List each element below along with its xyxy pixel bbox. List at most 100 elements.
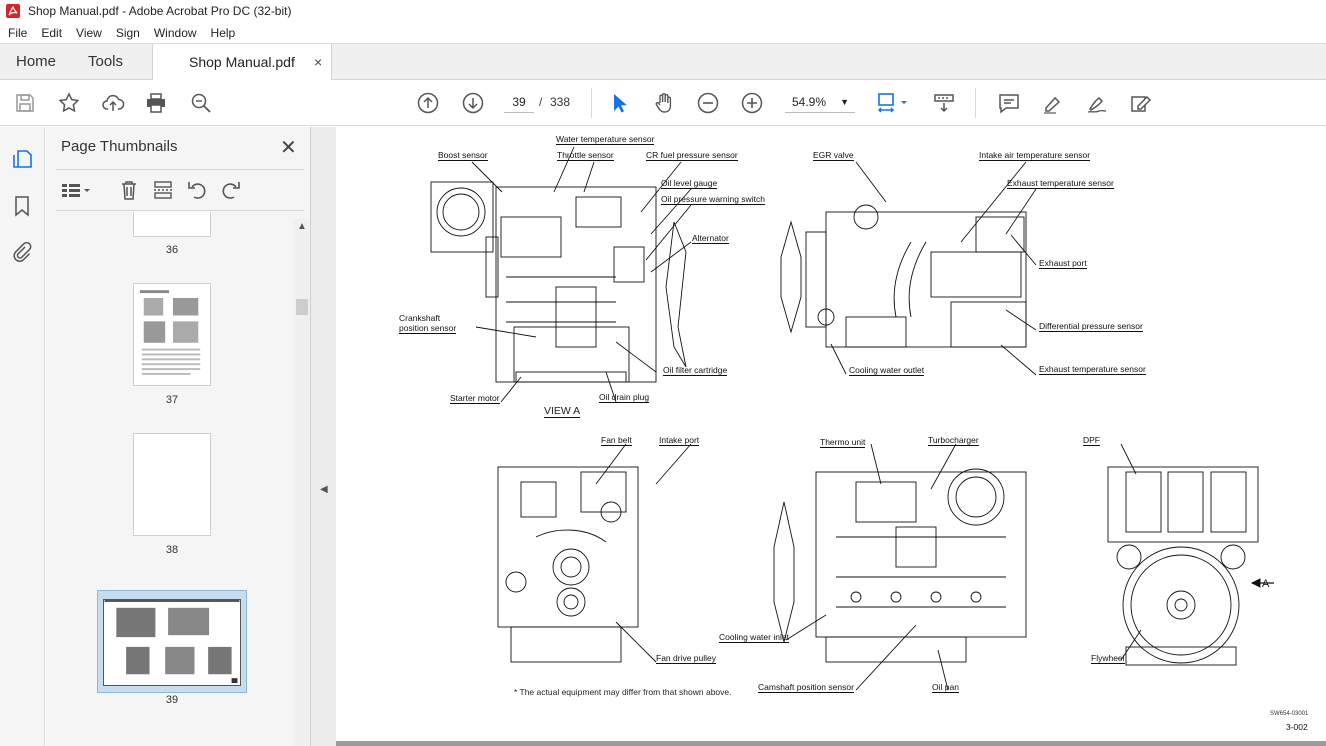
label-fan-drive-pulley: Fan drive pulley: [656, 653, 717, 664]
menu-file[interactable]: File: [8, 25, 28, 40]
menu-window[interactable]: Window: [153, 25, 197, 40]
zoom-select[interactable]: 54.9% ▼: [785, 91, 855, 113]
sign-draw-icon[interactable]: [1085, 91, 1109, 115]
menu-view[interactable]: View: [76, 25, 102, 40]
hand-tool-icon[interactable]: [652, 91, 676, 115]
menu-help[interactable]: Help: [210, 25, 236, 40]
label-boost-sensor: Boost sensor: [438, 150, 488, 161]
rotate-right-icon[interactable]: [220, 179, 242, 201]
thumbnail-page-38[interactable]: [133, 433, 211, 536]
tab-document-title: Shop Manual.pdf: [189, 54, 295, 70]
thumbnail-page-36[interactable]: [133, 212, 211, 237]
document-viewport[interactable]: Boost sensor Water temperature sensor Th…: [336, 127, 1326, 746]
comment-icon[interactable]: [997, 91, 1021, 115]
label-oil-filter-cartridge: Oil filter cartridge: [663, 365, 728, 376]
label-exhaust-temperature-sensor-top: Exhaust temperature sensor: [1007, 178, 1114, 189]
label-oil-level-gauge: Oil level gauge: [661, 178, 718, 189]
footnote: * The actual equipment may differ from t…: [514, 687, 732, 697]
tab-tools[interactable]: Tools: [88, 53, 124, 70]
current-page-field[interactable]: 39: [504, 91, 534, 113]
thumbnail-label-39: 39: [165, 694, 179, 706]
label-view-a: VIEW A: [544, 405, 581, 418]
rotate-left-icon[interactable]: [186, 179, 208, 201]
collapse-panel-icon[interactable]: ◀: [320, 484, 328, 495]
page-thumbnails-icon[interactable]: [11, 148, 33, 170]
star-icon[interactable]: [57, 91, 81, 115]
tab-document[interactable]: Shop Manual.pdf ×: [152, 44, 332, 81]
panel-title: Page Thumbnails: [61, 138, 178, 155]
label-fan-belt: Fan belt: [601, 435, 632, 446]
label-cooling-water-inlet: Cooling water inlet: [719, 632, 789, 643]
scrollbar-thumb[interactable]: [296, 299, 308, 315]
label-flywheel: Flywheel: [1091, 653, 1125, 664]
menu-sign[interactable]: Sign: [115, 25, 140, 40]
next-page-icon[interactable]: [461, 91, 485, 115]
label-cr-fuel-pressure-sensor: CR fuel pressure sensor: [646, 150, 738, 161]
thumbnail-page-39[interactable]: [103, 599, 241, 686]
label-camshaft-position-sensor: Camshaft position sensor: [758, 682, 854, 693]
toolbar-divider: [975, 88, 976, 118]
window-title: Shop Manual.pdf - Adobe Acrobat Pro DC (…: [28, 4, 292, 18]
label-cooling-water-outlet: Cooling water outlet: [849, 365, 925, 376]
close-tab-icon[interactable]: ×: [314, 54, 323, 70]
label-exhaust-temperature-sensor-bottom: Exhaust temperature sensor: [1039, 364, 1146, 375]
thumbnail-label-37: 37: [165, 394, 179, 406]
thumbnail-page-37[interactable]: [133, 283, 211, 386]
label-starter-motor: Starter motor: [450, 393, 500, 404]
label-differential-pressure-sensor: Differential pressure sensor: [1039, 321, 1143, 332]
engine-diagram: [430, 146, 1274, 691]
scroll-up-icon[interactable]: ▲: [297, 221, 307, 232]
zoom-value: 54.9%: [792, 95, 827, 109]
select-cursor-icon[interactable]: [607, 91, 631, 115]
label-oil-pan: Oil pan: [932, 682, 959, 693]
bookmark-icon[interactable]: [11, 195, 33, 217]
panel-splitter[interactable]: ◀: [310, 127, 336, 746]
edit-tools-icon[interactable]: [1129, 91, 1153, 115]
title-bar: Shop Manual.pdf - Adobe Acrobat Pro DC (…: [0, 0, 1326, 22]
label-intake-port: Intake port: [659, 435, 700, 446]
toolbar: [0, 80, 1326, 126]
label-turbocharger: Turbocharger: [928, 435, 979, 446]
thumbnails-scrollbar[interactable]: ▲: [294, 219, 310, 746]
close-panel-icon[interactable]: ✕: [280, 137, 297, 159]
highlight-pen-icon[interactable]: [1041, 91, 1065, 115]
upload-cloud-icon[interactable]: [101, 91, 125, 115]
toolbar-divider: [591, 88, 592, 118]
figure-code: SW654-03001: [1270, 711, 1309, 717]
label-oil-drain-plug: Oil drain plug: [599, 392, 650, 403]
acrobat-logo-icon: [6, 4, 20, 18]
thumbnail-selection[interactable]: [97, 590, 247, 693]
thumbnail-options-icon[interactable]: [60, 179, 92, 201]
extract-pages-icon[interactable]: [152, 179, 174, 201]
page-fit-icon[interactable]: [875, 91, 911, 115]
label-alternator: Alternator: [692, 233, 729, 244]
tab-strip: Home Tools Shop Manual.pdf ×: [0, 43, 1326, 81]
page-number: 3-002: [1286, 722, 1308, 732]
label-thermo-unit: Thermo unit: [820, 437, 866, 448]
label-arrow-a: A: [1262, 578, 1270, 590]
previous-page-icon[interactable]: [416, 91, 440, 115]
zoom-in-icon[interactable]: [740, 91, 764, 115]
thumbnail-preview: [104, 600, 240, 684]
label-crankshaft-1: Crankshaft: [399, 313, 441, 323]
thumbnail-preview: [139, 290, 201, 375]
zoom-search-icon[interactable]: [189, 91, 213, 115]
menu-edit[interactable]: Edit: [41, 25, 63, 40]
page-bottom-edge: [336, 741, 1326, 746]
thumbnail-label-36: 36: [165, 244, 179, 256]
delete-page-icon[interactable]: [118, 179, 140, 201]
thumbnail-label-38: 38: [165, 544, 179, 556]
scroll-mode-icon[interactable]: [932, 91, 956, 115]
label-oil-pressure-warning-switch: Oil pressure warning switch: [661, 194, 765, 205]
pdf-page: Boost sensor Water temperature sensor Th…: [336, 127, 1326, 746]
print-icon[interactable]: [144, 91, 168, 115]
menu-bar: File Edit View Sign Window Help: [0, 22, 1326, 43]
label-water-temperature-sensor: Water temperature sensor: [556, 134, 655, 145]
label-dpf: DPF: [1083, 435, 1100, 446]
zoom-out-icon[interactable]: [696, 91, 720, 115]
total-pages: 338: [550, 95, 571, 109]
attachment-icon[interactable]: [11, 241, 33, 263]
page-separator: /: [539, 95, 543, 109]
save-icon[interactable]: [13, 91, 37, 115]
tab-home[interactable]: Home: [16, 53, 57, 70]
